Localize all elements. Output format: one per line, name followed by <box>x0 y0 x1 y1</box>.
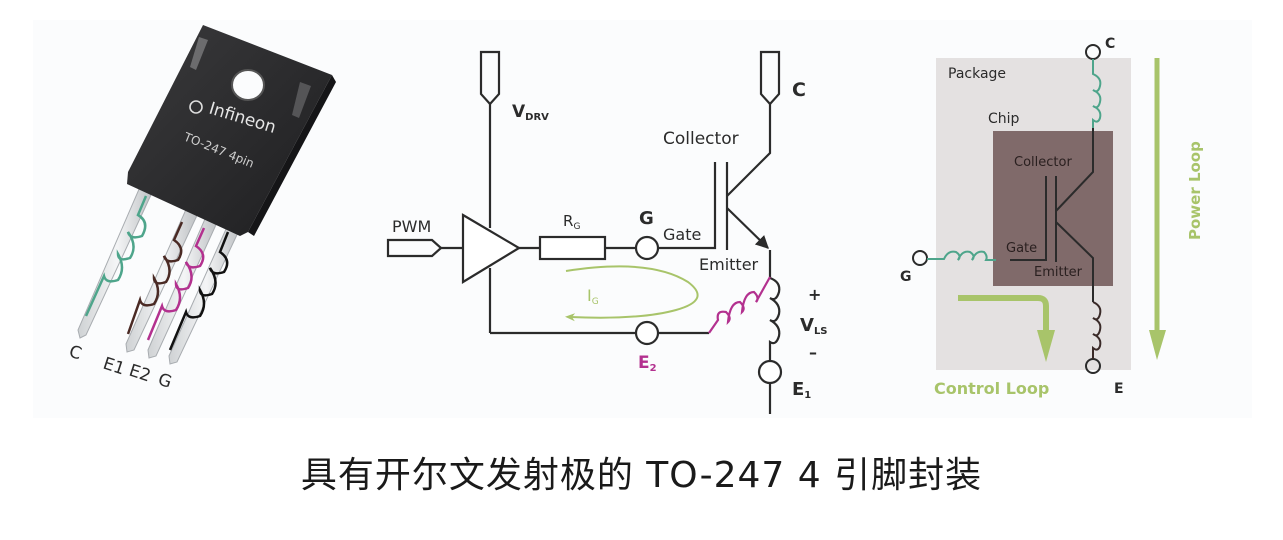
package-body <box>127 25 332 236</box>
package-slot-left <box>190 37 208 70</box>
package-pins <box>77 179 244 365</box>
vls-label: VLS <box>800 315 828 337</box>
g-node <box>634 235 660 261</box>
igbt-emitter-arrow <box>726 207 769 249</box>
lead-coil-c <box>84 195 148 317</box>
c-lead-inductor <box>1092 59 1102 128</box>
vdrv-label: VDRV <box>512 102 549 123</box>
e1-node <box>757 359 783 385</box>
power-loop-label: Power Loop <box>1186 141 1204 240</box>
pwm-terminal <box>386 238 443 258</box>
package-side <box>248 75 336 236</box>
gate-drive-schematic <box>386 50 783 414</box>
pin-label-g: G <box>155 370 174 393</box>
vls-minus-label: – <box>809 343 817 362</box>
vls-plus-label: + <box>808 285 821 304</box>
lead-coil-e2 <box>146 227 206 341</box>
chip-collector-label: Collector <box>1014 155 1072 170</box>
chip-gate-line <box>1010 176 1047 261</box>
e2-label: E2 <box>638 353 657 374</box>
igbt-collector-leg <box>726 104 772 197</box>
e2-node <box>634 320 660 346</box>
collector-label: Collector <box>663 129 739 149</box>
power-loop-arrowhead <box>1149 330 1166 360</box>
g-lead-inductor <box>927 250 996 261</box>
lead-coil-g <box>168 231 230 351</box>
package-slot-right <box>292 82 311 118</box>
g-pin-label: G <box>900 269 912 285</box>
gate-resistor <box>538 235 607 261</box>
pin-label-c: C <box>66 342 83 365</box>
gate-label: Gate <box>663 225 701 244</box>
g-node-label: G <box>639 208 654 229</box>
c-pin-node <box>1085 44 1101 60</box>
kelvin-inductor <box>708 276 771 334</box>
e-pin-label: E <box>1114 381 1124 397</box>
loop-diagram: Package Chip Collector Gate Emitter C G … <box>900 36 1204 398</box>
ig-label: IG <box>587 286 599 307</box>
mounting-hole <box>231 69 265 101</box>
ls-inductor <box>768 276 781 361</box>
c-terminal-label: C <box>792 79 806 101</box>
chip-gate-label: Gate <box>1006 241 1037 256</box>
pin-label-e1: E1 <box>100 354 127 380</box>
chip-label: Chip <box>988 111 1020 127</box>
lead-coil-e1 <box>126 221 184 335</box>
pin-label-e2: E2 <box>126 361 153 387</box>
g-pin-node <box>912 250 928 266</box>
e1-label: E1 <box>792 379 811 401</box>
ig-current-loop <box>565 265 699 322</box>
chip-emitter-label: Emitter <box>1034 265 1083 280</box>
to247-package: Infineon TO-247 4pin C E1 E2 G <box>66 25 336 393</box>
rg-label: RG <box>563 212 580 232</box>
chip-emitter-leg <box>1055 221 1094 302</box>
control-loop-arrowhead <box>1037 330 1055 362</box>
package-label: Package <box>948 66 1006 82</box>
gate-wire <box>658 162 717 250</box>
c-terminal <box>759 50 781 106</box>
e-lead-inductor <box>1092 301 1102 359</box>
control-loop-label: Control Loop <box>934 379 1049 398</box>
schematic-labels: VDRV PWM RG G Gate Collector C Emitter I… <box>392 79 828 401</box>
c-pin-label: C <box>1105 36 1115 52</box>
chip-collector-leg <box>1055 128 1094 212</box>
control-loop-arrow <box>958 295 1049 332</box>
infineon-logo-icon <box>189 100 203 114</box>
pwm-label: PWM <box>392 217 431 236</box>
emitter-label: Emitter <box>699 255 759 274</box>
vdrv-terminal <box>479 50 501 106</box>
figure-caption: 具有开尔文发射极的 TO-247 4 引脚封装 <box>300 455 983 496</box>
